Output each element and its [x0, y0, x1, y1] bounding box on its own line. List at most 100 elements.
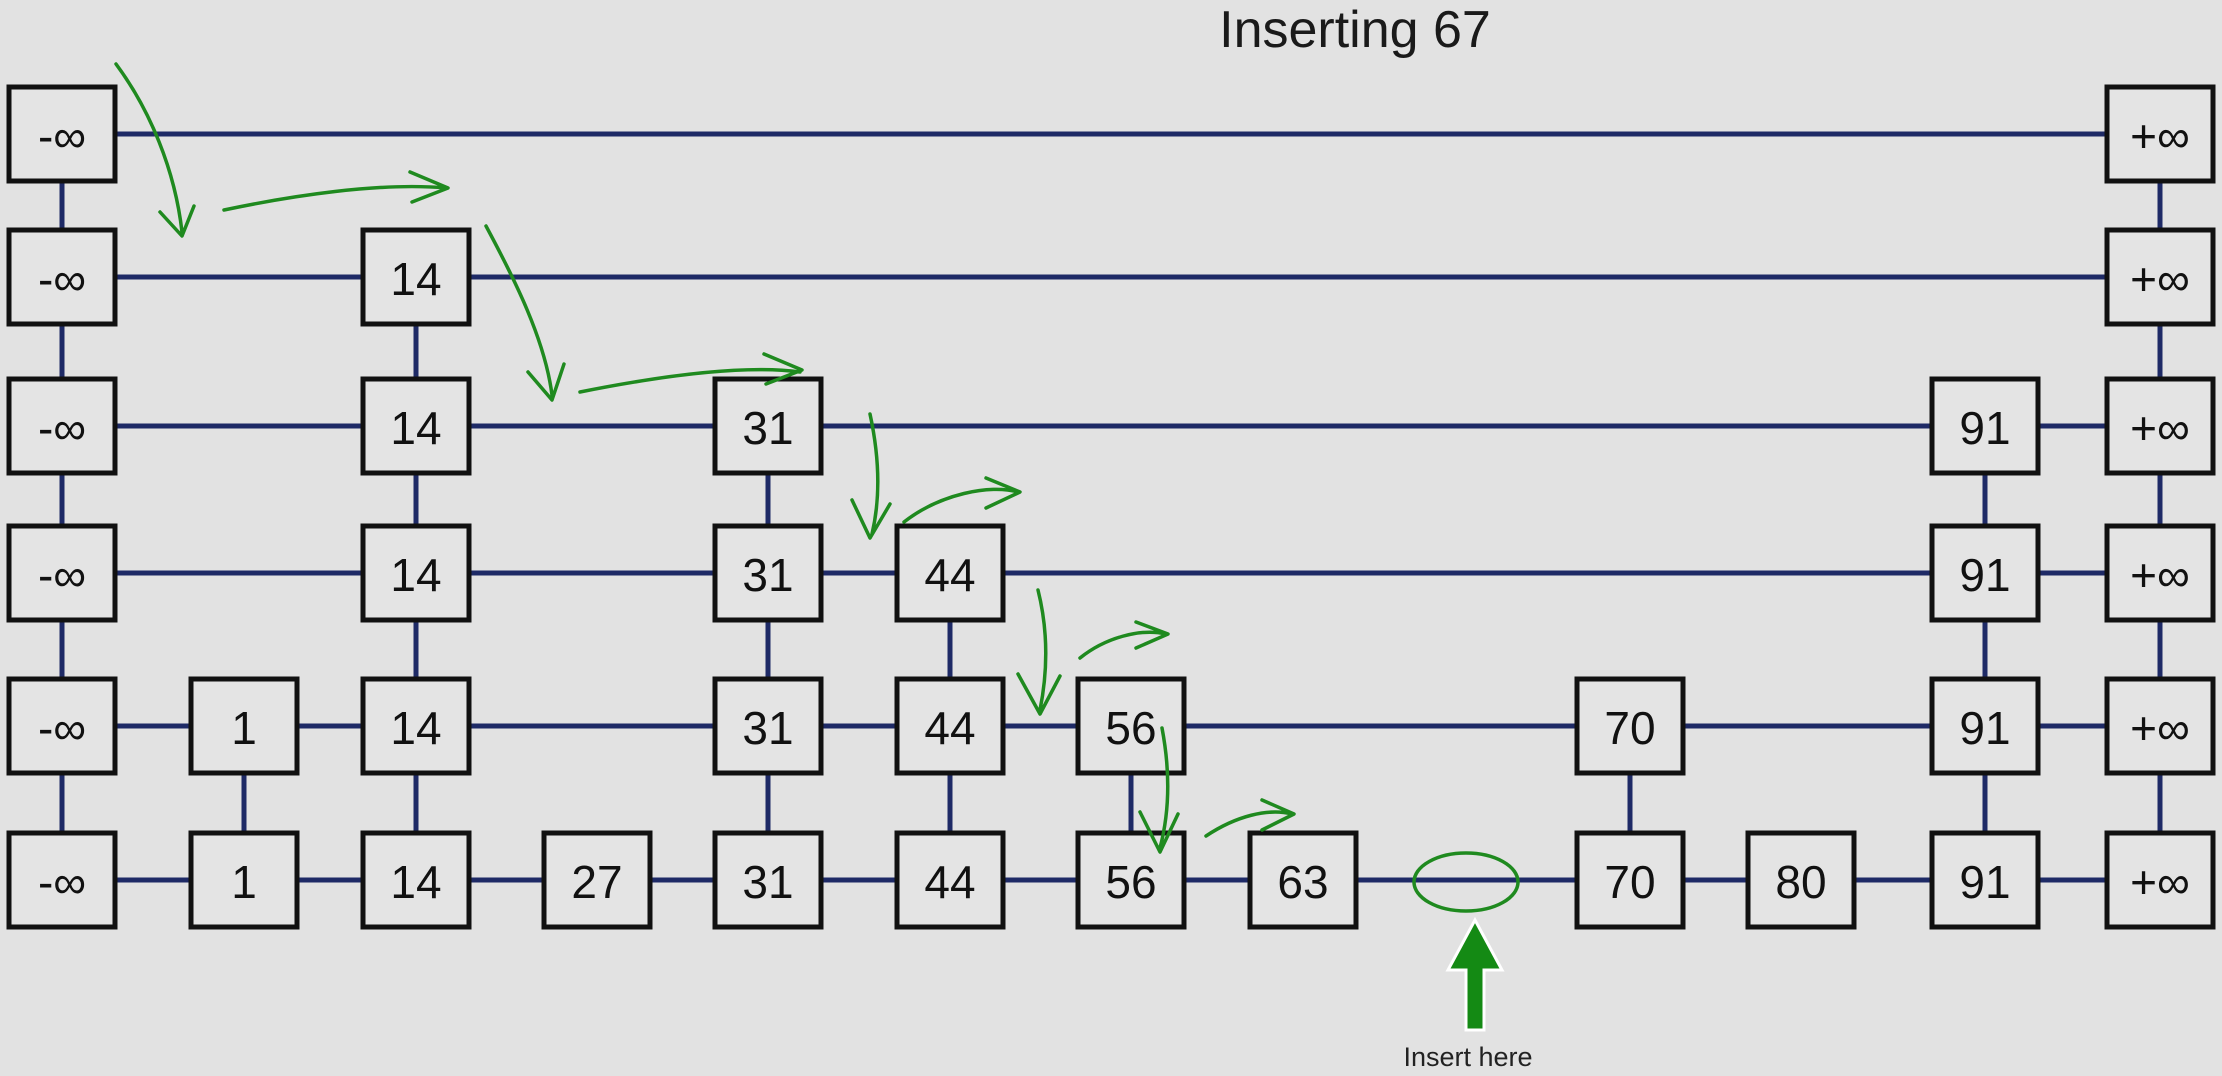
node-box [1574, 830, 1686, 930]
node-key: +∞ [2130, 402, 2190, 454]
skip-list-node: 56 [1075, 830, 1187, 930]
search-arrow-right-5 [1204, 798, 1296, 838]
node-box [894, 676, 1006, 776]
node-box [6, 676, 118, 776]
skip-list-node: -∞ [6, 227, 118, 327]
node-box [6, 227, 118, 327]
node-key: 14 [390, 856, 441, 908]
skip-list-node: 63 [1247, 830, 1359, 930]
node-box [1929, 676, 2041, 776]
node-box [360, 523, 472, 623]
skip-list-node: +∞ [2104, 84, 2216, 184]
skip-list-node: 31 [712, 523, 824, 623]
insert-position-circle [1412, 851, 1520, 913]
node-key: 44 [924, 702, 975, 754]
skip-list-node: 31 [712, 676, 824, 776]
node-box [6, 376, 118, 476]
node-key: 1 [231, 702, 257, 754]
node-key: -∞ [38, 253, 86, 305]
node-key: +∞ [2130, 253, 2190, 305]
skip-list-node: 14 [360, 830, 472, 930]
node-box [360, 830, 472, 930]
skip-list-node: -∞ [6, 523, 118, 623]
node-box [188, 830, 300, 930]
node-key: 56 [1105, 856, 1156, 908]
node-box [1929, 830, 2041, 930]
diagram-title: Inserting 67 [1219, 1, 1491, 59]
node-key: -∞ [38, 702, 86, 754]
node-box [894, 523, 1006, 623]
node-box [2104, 84, 2216, 184]
node-box [712, 523, 824, 623]
skip-list-node: 70 [1574, 830, 1686, 930]
node-key: 31 [742, 702, 793, 754]
node-box [1929, 376, 2041, 476]
node-box [1745, 830, 1857, 930]
node-box [2104, 523, 2216, 623]
skip-list-node: 91 [1929, 676, 2041, 776]
skip-list-node: 44 [894, 523, 1006, 623]
search-arrow-right-4 [1078, 620, 1170, 660]
node-key: -∞ [38, 856, 86, 908]
node-box [360, 376, 472, 476]
node-key: 44 [924, 549, 975, 601]
node-box [1075, 830, 1187, 930]
search-arrow-down-5 [1138, 726, 1180, 854]
node-box [712, 830, 824, 930]
node-key: +∞ [2130, 549, 2190, 601]
node-key: 31 [742, 856, 793, 908]
search-arrow-right-1 [222, 170, 450, 212]
node-box [712, 376, 824, 476]
insert-here-label: Insert here [1403, 1042, 1533, 1072]
node-key: 14 [390, 402, 441, 454]
skip-list-node: +∞ [2104, 676, 2216, 776]
skip-list-node: -∞ [6, 830, 118, 930]
node-key: 70 [1604, 856, 1655, 908]
skip-list-node: 14 [360, 523, 472, 623]
skip-list-node: +∞ [2104, 227, 2216, 327]
node-key: -∞ [38, 110, 86, 162]
node-key: 14 [390, 549, 441, 601]
node-box [360, 676, 472, 776]
node-key: 91 [1959, 402, 2010, 454]
skip-list-node: 80 [1745, 830, 1857, 930]
skip-list-node: 27 [541, 830, 653, 930]
node-box [712, 676, 824, 776]
search-arrow-down-4 [1016, 588, 1062, 716]
skip-list-node: +∞ [2104, 830, 2216, 930]
search-path-layer [114, 62, 1520, 1032]
node-box [6, 523, 118, 623]
skip-list-node: 91 [1929, 376, 2041, 476]
node-box [894, 830, 1006, 930]
skip-list-node: +∞ [2104, 376, 2216, 476]
node-key: 91 [1959, 549, 2010, 601]
skip-list-node: 91 [1929, 523, 2041, 623]
node-key: 44 [924, 856, 975, 908]
node-key: +∞ [2130, 110, 2190, 162]
node-box [188, 676, 300, 776]
node-key: 70 [1604, 702, 1655, 754]
skip-list-node: +∞ [2104, 523, 2216, 623]
skip-list-node: 14 [360, 227, 472, 327]
search-arrow-down-2 [484, 224, 566, 402]
skip-list-node: -∞ [6, 376, 118, 476]
skip-list-node: 91 [1929, 830, 2041, 930]
skip-list-node: 44 [894, 830, 1006, 930]
node-key: +∞ [2130, 702, 2190, 754]
skip-list-node: -∞ [6, 676, 118, 776]
node-key: 63 [1277, 856, 1328, 908]
node-box [1574, 676, 1686, 776]
skip-list-node: 44 [894, 676, 1006, 776]
node-key: 91 [1959, 702, 2010, 754]
node-box [2104, 676, 2216, 776]
insert-here-arrow-icon [1445, 916, 1505, 1032]
node-key: -∞ [38, 402, 86, 454]
node-key: 14 [390, 253, 441, 305]
skip-list-node: -∞ [6, 84, 118, 184]
skip-list-node: 14 [360, 676, 472, 776]
node-key: 27 [571, 856, 622, 908]
links-layer [59, 131, 2163, 883]
node-box [6, 830, 118, 930]
search-arrow-down-3 [850, 412, 892, 540]
